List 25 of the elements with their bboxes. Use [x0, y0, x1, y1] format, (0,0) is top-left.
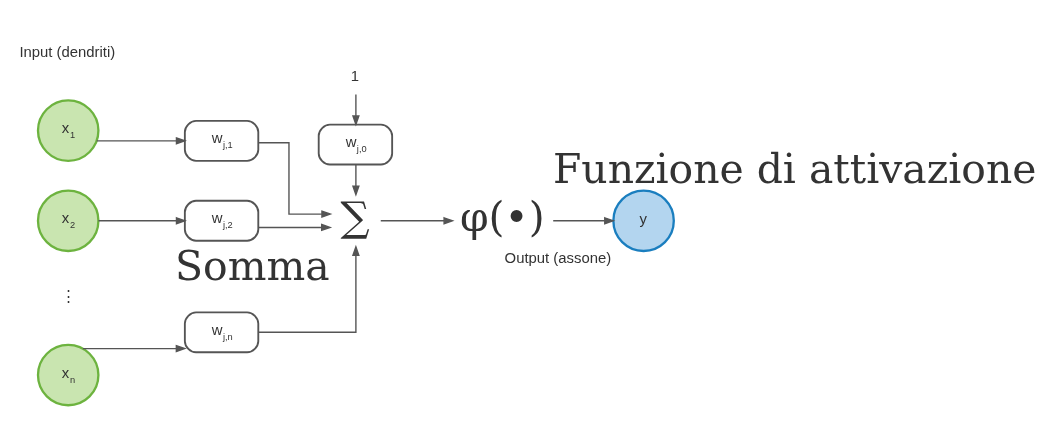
node-label: Output (assone) — [504, 249, 612, 266]
node-box: w$_{j,n}$ — [183, 310, 260, 353]
arrow — [257, 244, 360, 333]
node-text: φ(•) — [460, 192, 545, 241]
node-circle: x$_{2}$ — [36, 188, 100, 252]
arrow — [257, 223, 333, 231]
label: Input (dendriti) — [19, 43, 116, 60]
node-text: ∑ — [340, 192, 370, 241]
node-box: w$_{j,1}$ — [183, 119, 260, 162]
node-circle: x$_{1}$ — [36, 98, 100, 162]
node-text: 1 — [350, 67, 360, 84]
arrow — [552, 216, 616, 225]
arrow — [352, 163, 360, 197]
node-box: w$_{j,2}$ — [183, 199, 260, 242]
node-box: w$_{j,0}$ — [317, 123, 394, 165]
arrow — [96, 136, 187, 145]
arrow — [82, 344, 187, 352]
node-circle: x$_{n}$ — [36, 343, 100, 406]
node-label: Somma — [175, 241, 330, 290]
arrow — [352, 93, 360, 126]
arrow — [380, 216, 455, 225]
label: ⋮ — [60, 287, 76, 304]
arrow — [257, 141, 333, 218]
arrow — [97, 216, 187, 225]
node-circle: y — [612, 188, 675, 252]
